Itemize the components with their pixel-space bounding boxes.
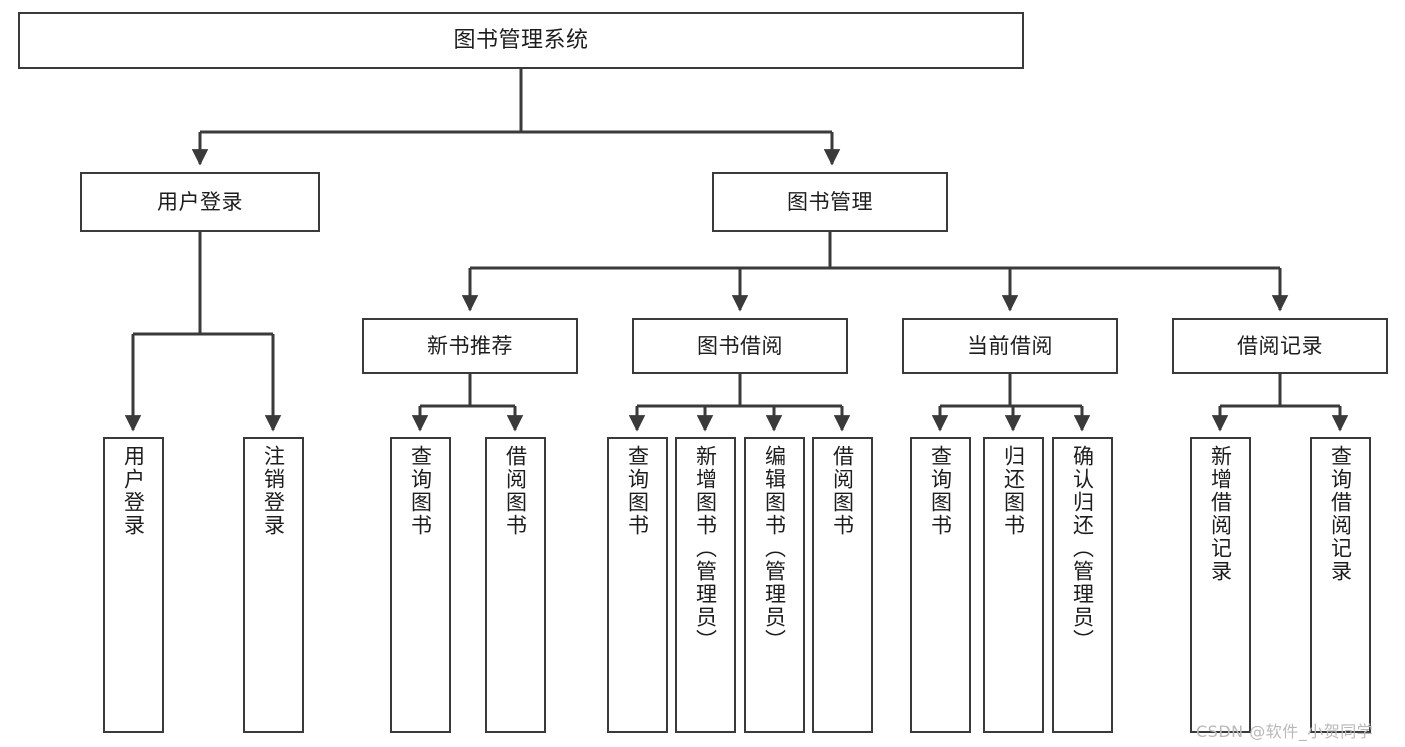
node-root[interactable]: 图书管理系统	[18, 12, 1024, 69]
node-leaf-confirm-return[interactable]: 确认归还（管理员）	[1052, 437, 1113, 733]
node-leaf-return-book-label: 归还图书	[1001, 445, 1026, 537]
node-leaf-add-book-label: 新增图书（管理员）	[693, 445, 718, 652]
node-user-login-label: 用户登录	[157, 189, 243, 214]
node-leaf-query-book-2[interactable]: 查询图书	[607, 437, 668, 733]
node-book-manage[interactable]: 图书管理	[712, 172, 948, 232]
node-leaf-borrow-book-1[interactable]: 借阅图书	[485, 437, 546, 733]
node-current-borrow[interactable]: 当前借阅	[902, 318, 1118, 374]
node-leaf-borrow-book-2-label: 借阅图书	[830, 445, 855, 537]
node-leaf-logout[interactable]: 注销登录	[243, 437, 304, 733]
node-leaf-query-record[interactable]: 查询借阅记录	[1310, 437, 1371, 733]
node-leaf-add-record-label: 新增借阅记录	[1208, 445, 1233, 583]
node-leaf-logout-label: 注销登录	[261, 445, 286, 537]
node-leaf-add-record[interactable]: 新增借阅记录	[1190, 437, 1251, 733]
node-new-book-recommend-label: 新书推荐	[427, 333, 513, 358]
node-new-book-recommend[interactable]: 新书推荐	[362, 318, 578, 374]
node-root-label: 图书管理系统	[453, 27, 589, 53]
node-leaf-user-login-label: 用户登录	[121, 445, 146, 537]
node-borrow-record[interactable]: 借阅记录	[1172, 318, 1388, 374]
node-borrow-record-label: 借阅记录	[1237, 333, 1323, 358]
node-leaf-borrow-book-1-label: 借阅图书	[503, 445, 528, 537]
node-leaf-return-book[interactable]: 归还图书	[983, 437, 1044, 733]
node-book-borrow-label: 图书借阅	[697, 333, 783, 358]
node-leaf-add-book[interactable]: 新增图书（管理员）	[675, 437, 736, 733]
node-leaf-confirm-return-label: 确认归还（管理员）	[1070, 445, 1095, 652]
csdn-watermark: CSDN @软件_小贺同学	[1196, 722, 1374, 741]
node-leaf-edit-book-label: 编辑图书（管理员）	[762, 445, 787, 652]
node-user-login[interactable]: 用户登录	[80, 172, 320, 232]
node-leaf-query-book-3-label: 查询图书	[928, 445, 953, 537]
node-book-borrow[interactable]: 图书借阅	[632, 318, 848, 374]
node-leaf-query-record-label: 查询借阅记录	[1328, 445, 1353, 583]
node-book-manage-label: 图书管理	[787, 189, 873, 214]
node-current-borrow-label: 当前借阅	[967, 333, 1053, 358]
node-leaf-edit-book[interactable]: 编辑图书（管理员）	[744, 437, 805, 733]
node-leaf-query-book-1-label: 查询图书	[408, 445, 433, 537]
node-leaf-query-book-1[interactable]: 查询图书	[390, 437, 451, 733]
node-leaf-user-login[interactable]: 用户登录	[103, 437, 164, 733]
node-leaf-query-book-2-label: 查询图书	[625, 445, 650, 537]
node-leaf-query-book-3[interactable]: 查询图书	[910, 437, 971, 733]
node-leaf-borrow-book-2[interactable]: 借阅图书	[812, 437, 873, 733]
